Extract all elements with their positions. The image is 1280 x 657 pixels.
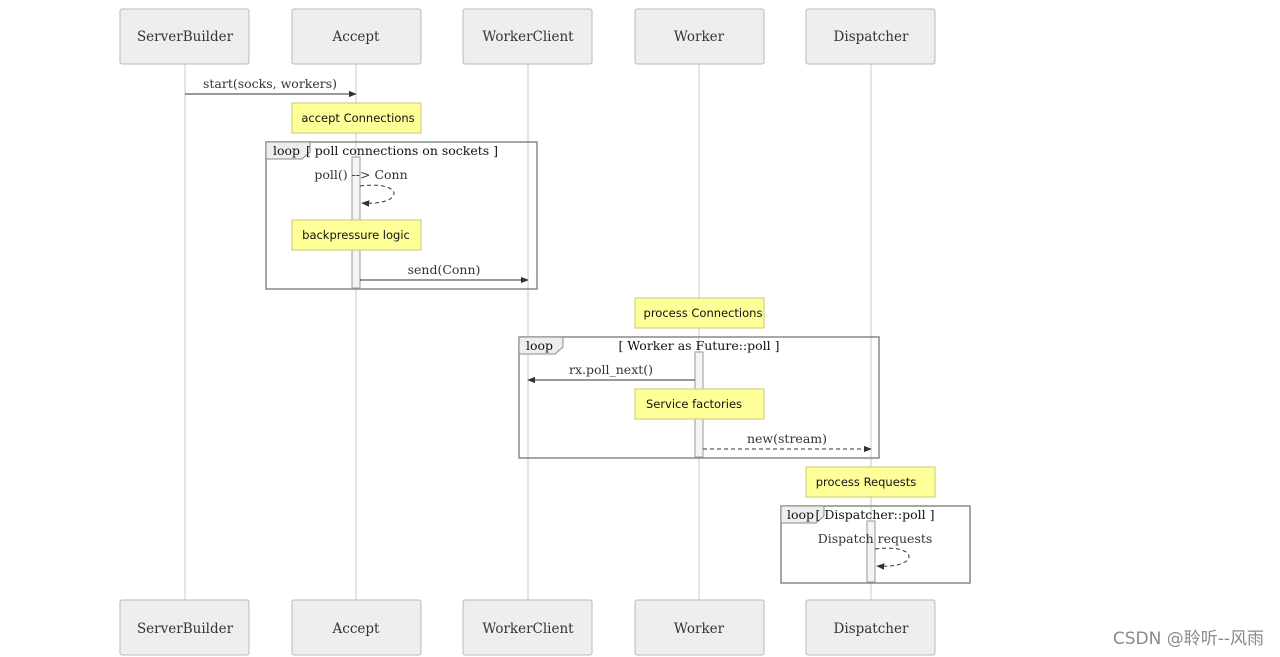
watermark-text: CSDN @聆听--风雨 (1113, 629, 1264, 649)
actor-accept-bottom: Accept (291, 599, 422, 656)
message-send-label: send(Conn) (408, 262, 481, 277)
note-process-requests: process Requests (805, 466, 936, 498)
note-text: backpressure logic (302, 228, 410, 242)
actor-label: Dispatcher (834, 621, 909, 637)
actor-workerclient-top: WorkerClient (462, 8, 593, 65)
loop-condition: [ Dispatcher::poll ] (816, 507, 935, 522)
message-rx-poll-next-label: rx.poll_next() (569, 362, 653, 377)
note-text: Service factories (646, 397, 742, 411)
message-poll-arrow (359, 184, 395, 207)
loop-label: loop (526, 338, 553, 353)
actor-label: Worker (674, 29, 725, 45)
actor-dispatcher-bottom: Dispatcher (805, 599, 936, 656)
loop-dispatcher: loop [ Dispatcher::poll ] (780, 505, 971, 584)
loop-condition: [ poll connections on sockets ] (306, 143, 498, 158)
note-backpressure-logic: backpressure logic (291, 219, 422, 251)
message-poll-label: poll() --> Conn (314, 167, 407, 182)
actor-label: Accept (332, 621, 381, 637)
message-dispatch-arrow (874, 547, 910, 570)
message-dispatch-label: Dispatch requests (818, 531, 933, 546)
actor-workerclient-bottom: WorkerClient (462, 599, 593, 656)
loop-label: loop (273, 143, 300, 158)
actor-label: Worker (674, 621, 725, 637)
actor-serverbuilder-top: ServerBuilder (119, 8, 250, 65)
note-text: accept Connections (301, 111, 414, 125)
loop-condition: [ Worker as Future::poll ] (618, 338, 779, 353)
note-accept-connections: accept Connections (291, 102, 422, 134)
loop-worker: loop [ Worker as Future::poll ] (518, 336, 880, 459)
actor-dispatcher-top: Dispatcher (805, 8, 936, 65)
actor-accept-top: Accept (291, 8, 422, 65)
message-new-stream-label: new(stream) (747, 431, 827, 446)
activation-dispatcher (866, 520, 876, 583)
actor-label: ServerBuilder (137, 29, 234, 45)
note-service-factories: Service factories (634, 388, 765, 420)
actor-label: Accept (332, 29, 381, 45)
loop-label: loop (787, 507, 814, 522)
message-start-label: start(socks, workers) (203, 76, 337, 91)
actor-serverbuilder-bottom: ServerBuilder (119, 599, 250, 656)
actor-worker-top: Worker (634, 8, 765, 65)
actor-label: Dispatcher (834, 29, 909, 45)
loop-accept: loop [ poll connections on sockets ] (265, 141, 538, 290)
actor-label: WorkerClient (482, 29, 574, 45)
note-text: process Connections (644, 306, 763, 320)
actor-label: ServerBuilder (137, 621, 234, 637)
note-process-connections: process Connections (634, 297, 765, 329)
actor-label: WorkerClient (482, 621, 574, 637)
note-text: process Requests (816, 475, 917, 489)
actor-worker-bottom: Worker (634, 599, 765, 656)
